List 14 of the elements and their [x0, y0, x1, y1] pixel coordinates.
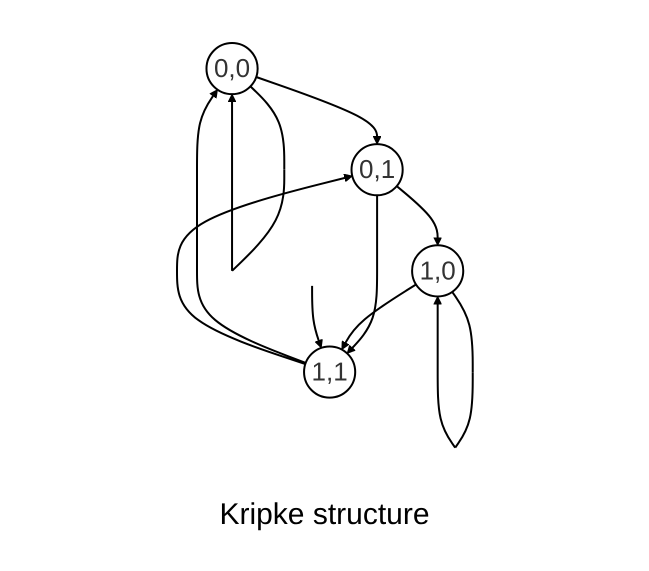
arrow	[255, 76, 382, 144]
node-circle: 1,0	[410, 244, 464, 298]
arrow	[346, 194, 378, 354]
node-circle: 0,1	[350, 142, 404, 196]
arrow	[310, 286, 322, 348]
arrow	[176, 173, 352, 365]
node-circle: 0,0	[205, 42, 258, 95]
arrow	[196, 88, 306, 364]
caption: Kripke structure	[219, 498, 430, 532]
arrow	[341, 283, 416, 350]
arrow	[432, 290, 474, 448]
arrow	[227, 85, 285, 272]
arrow	[396, 184, 442, 246]
node-circle: 1,1	[302, 345, 356, 398]
